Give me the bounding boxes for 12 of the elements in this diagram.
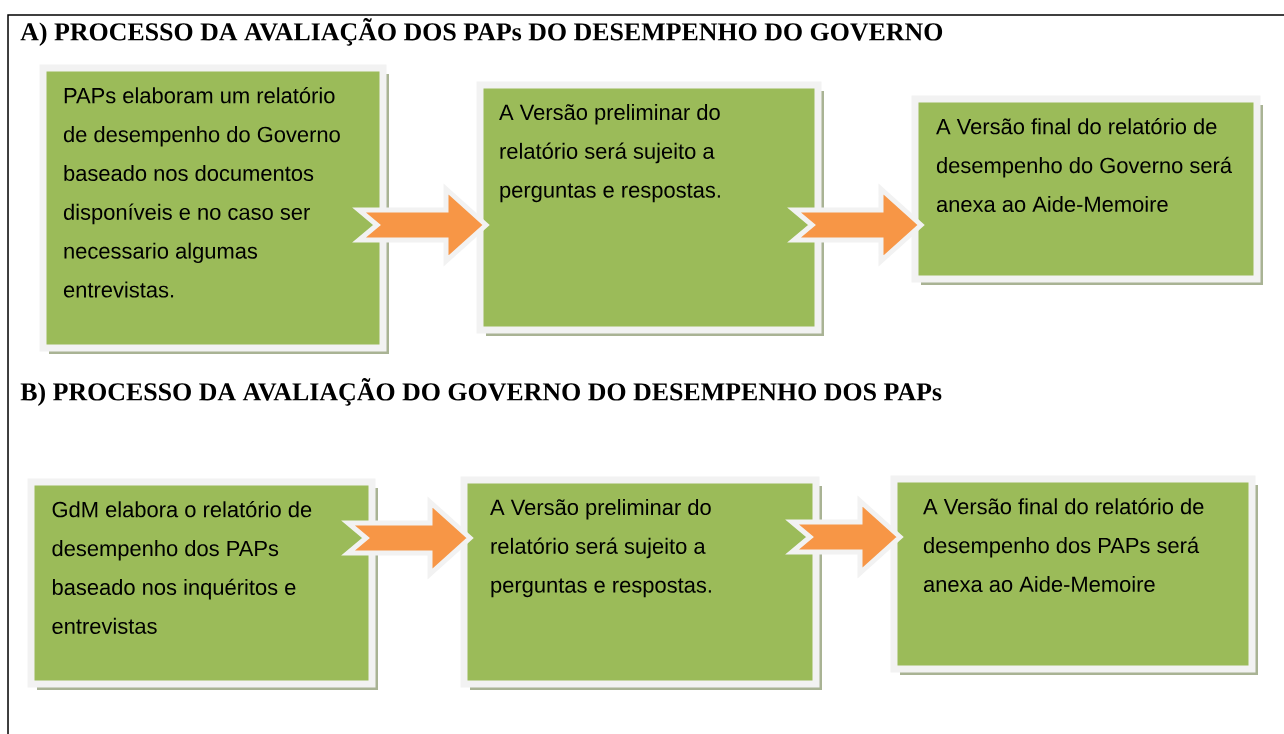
chevron-arrow (352, 183, 490, 267)
chevron-arrow (341, 496, 474, 580)
section-heading: A) PROCESSO DA AVALIAÇÃO DOS PAPs DO DESEMPENHO DO GOVERNO (20, 18, 943, 46)
process-box: A Versão preliminar do relatório será sujeito a perguntas e respostas. (460, 476, 822, 690)
process-box: PAPs elaboram um relatório de desempenho do Governo baseado nos documentos disponíveis e no caso ser necessario algumas entrevistas. (39, 64, 389, 354)
process-box: A Versão preliminar do relatório será sujeito a perguntas e respostas. (476, 81, 824, 336)
section-heading: B) PROCESSO DA AVALIAÇÃO DO GOVERNO DO DESEMPENHO DOS PAPs (20, 378, 942, 406)
process-box: GdM elabora o relatório de desempenho dos PAPs baseado nos inquéritos e entrevistas (27, 478, 378, 690)
chevron-arrow (787, 183, 925, 267)
process-box: A Versão final do relatório de desempenho dos PAPs será anexa ao Aide-Memoire (890, 475, 1258, 675)
process-box: A Versão final do relatório de desempenho do Governo será anexa ao Aide-Memoire (911, 95, 1263, 285)
chevron-arrow (785, 495, 904, 579)
